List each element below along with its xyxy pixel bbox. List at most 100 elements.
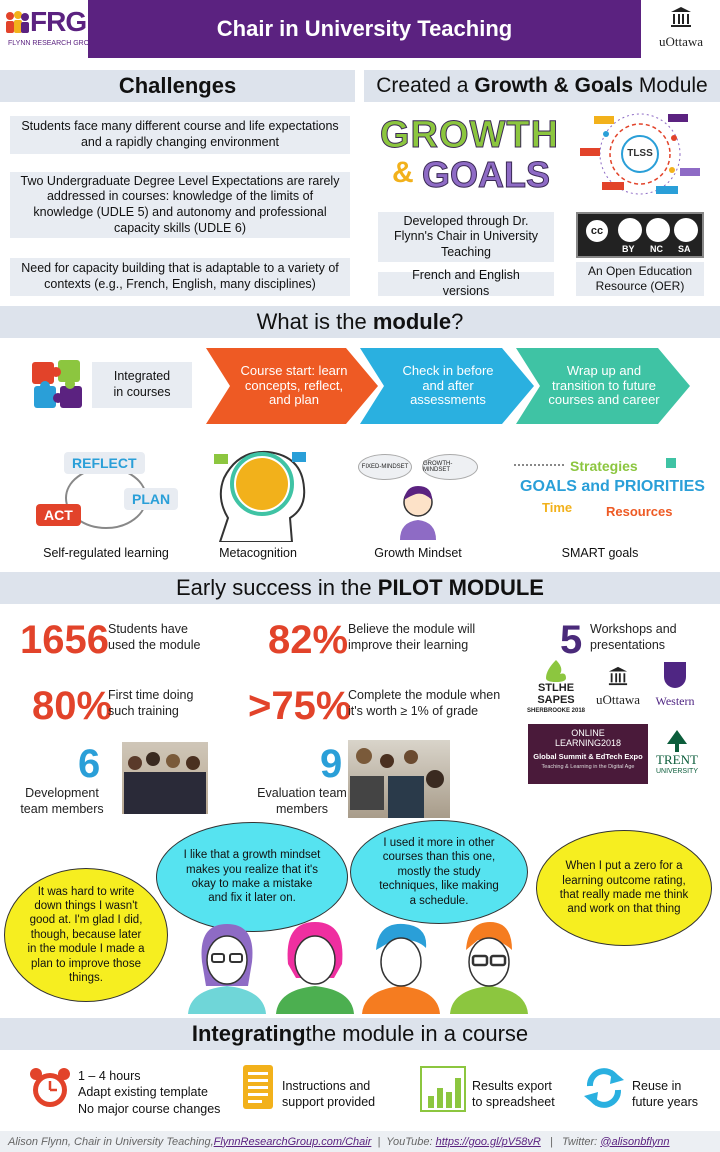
step-check-in: Check in before and after assessments [402, 362, 494, 408]
person-icon [400, 486, 436, 540]
strategies-text: Strategies [570, 458, 638, 474]
integrating-reuse: Reuse in future years [632, 1078, 698, 1111]
dots-decoration [514, 464, 564, 466]
stat-dev-text: Development team members [20, 786, 104, 816]
integrating-time: 1 – 4 hours Adapt existing template No m… [78, 1068, 220, 1117]
frg-logo-subtext: FLYNN RESEARCH GROUP [8, 40, 99, 47]
integrating-instructions-2: support provided [282, 1095, 376, 1110]
oer-text: An Open Education Resource (OER) [576, 262, 704, 296]
stat-first-time-value: 80% [32, 684, 113, 728]
integrating-instructions-1: Instructions and [282, 1079, 371, 1093]
page-title: Chair in University Teaching [88, 0, 641, 58]
growth-mindset-bubble: GROWTH-MINDSET [422, 454, 478, 480]
western-text: Western [655, 694, 695, 708]
building-icon [671, 7, 691, 27]
growth-mindset-graphic: FIXED-MINDSET GROWTH-MINDSET [354, 448, 482, 540]
recycle-arrows-icon [584, 1068, 624, 1108]
stat-complete-text: Complete the module when it's worth ≥ 1%… [348, 688, 501, 718]
integrating-export-1: Results export [472, 1079, 552, 1093]
online-text: ONLINE [571, 728, 605, 738]
stat-believe-text: Believe the module will improve their le… [348, 622, 476, 652]
building-icon [608, 666, 628, 686]
dev-team-photo [122, 742, 208, 814]
footer-sep-1: | YouTube: [371, 1135, 436, 1148]
integrating-time-2: Adapt existing template [78, 1085, 208, 1100]
by-icon [618, 218, 642, 242]
stat-workshops-value: 5 [560, 618, 583, 662]
uottawa-text: uOttawa [658, 34, 704, 49]
shield-icon [664, 662, 686, 688]
online-learning-logo: ONLINE LEARNING2018 Global Summit & EdTe… [528, 724, 648, 784]
concept-growth-mindset: Growth Mindset [374, 546, 462, 560]
bar-chart-icon [420, 1066, 466, 1112]
quote-bubble-2: I like that a growth mindset makes you r… [156, 822, 348, 932]
tree-icon [667, 730, 687, 752]
pilot-title: Early success in the PILOT MODULE [0, 572, 720, 604]
sapes-text: SAPES [537, 694, 575, 706]
module-title: What is the module? [0, 306, 720, 338]
trent-logo: TRENT UNIVERSITY [650, 730, 704, 780]
stat-students-value: 1656 [20, 618, 109, 662]
footer-youtube-link[interactable]: https://goo.gl/pV58vR [435, 1135, 541, 1148]
stat-first-time-text: First time doing such training [108, 688, 194, 718]
reflect-label: REFLECT [64, 452, 145, 474]
act-label: ACT [36, 504, 81, 526]
integrating-reuse-2: future years [632, 1095, 699, 1110]
cc-label-by: BY [622, 244, 635, 254]
versions-text: French and English versions [378, 268, 554, 298]
plan-label: PLAN [124, 488, 179, 510]
concept-smart-goals: SMART goals [561, 546, 639, 560]
stat-believe-value: 82% [268, 618, 349, 662]
smart-goals-graphic: Strategies GOALS and PRIORITIES Time Res… [510, 450, 705, 538]
integrating-time-3: No major course changes [78, 1101, 221, 1116]
metacognition-head-icon [214, 450, 306, 542]
integrating-export: Results export to spreadsheet [472, 1078, 555, 1111]
people-icon [6, 11, 29, 33]
flame-icon [546, 660, 566, 682]
western-logo: Western [652, 662, 698, 710]
challenge-item-2: Two Undergraduate Degree Level Expectati… [10, 172, 350, 238]
teaching-digital-text: Teaching & Learning in the Digital Age [541, 764, 635, 770]
cc-license-badge: cc BY NC SA [576, 212, 704, 258]
stat-students-text: Students have used the module [108, 622, 201, 652]
trent-text: TRENT [656, 752, 698, 767]
sa-icon [674, 218, 698, 242]
growth-goals-logo: GROWTH & GOALS [378, 114, 558, 198]
amp-text: & [392, 156, 414, 189]
integrating-export-2: to spreadsheet [472, 1095, 555, 1110]
stat-eval-text: Evaluation team members [257, 786, 347, 816]
student-avatar-1 [188, 924, 266, 1014]
growth-text: GROWTH [379, 114, 560, 157]
integrating-instructions: Instructions and support provided [282, 1078, 375, 1111]
frg-logo-text: FRG [30, 6, 87, 37]
sherbrooke-text: SHERBROOKE 2018 [526, 708, 586, 714]
cc-label-sa: SA [678, 244, 691, 254]
footer-sep-2: | Twitter: [540, 1135, 601, 1148]
created-title: Created a Growth & Goals Module [364, 70, 720, 102]
trent-university-text: UNIVERSITY [655, 768, 698, 775]
step-course-start: Course start: learn concepts, reflect, a… [240, 362, 348, 408]
footer-author: Alison Flynn, Chair in University Teachi… [8, 1135, 214, 1148]
footer-twitter-link[interactable]: @alisonbflynn [600, 1135, 670, 1148]
challenge-item-1: Students face many different course and … [10, 116, 350, 154]
step-wrap-up: Wrap up and transition to future courses… [548, 362, 660, 408]
uottawa-partner-logo: uOttawa [592, 666, 644, 710]
cc-icon: cc [584, 218, 610, 244]
cc-label-nc: NC [650, 244, 663, 254]
flag-icon [666, 458, 676, 468]
uottawa-logo: uOttawa [648, 6, 714, 54]
quote-bubble-4: When I put a zero for a learning outcome… [536, 830, 712, 946]
frg-logo: FRG FLYNN RESEARCH GROUP [2, 4, 99, 54]
stat-workshops-text: Workshops and presentations [590, 622, 677, 652]
challenge-item-3: Need for capacity building that is adapt… [10, 258, 350, 296]
tlss-text: TLSS [627, 148, 653, 159]
concept-metacognition: Metacognition [219, 546, 297, 560]
footer-site-link[interactable]: FlynnResearchGroup.com/Chair [213, 1135, 372, 1148]
integrating-title: Integrating the module in a course [0, 1018, 720, 1050]
integrated-text: Integrated in courses [92, 362, 192, 408]
time-text: Time [542, 500, 573, 515]
stat-eval-value: 9 [320, 742, 343, 786]
nc-icon [646, 218, 670, 242]
module-steps-chevrons [206, 348, 690, 424]
alarm-clock-icon [30, 1068, 70, 1107]
